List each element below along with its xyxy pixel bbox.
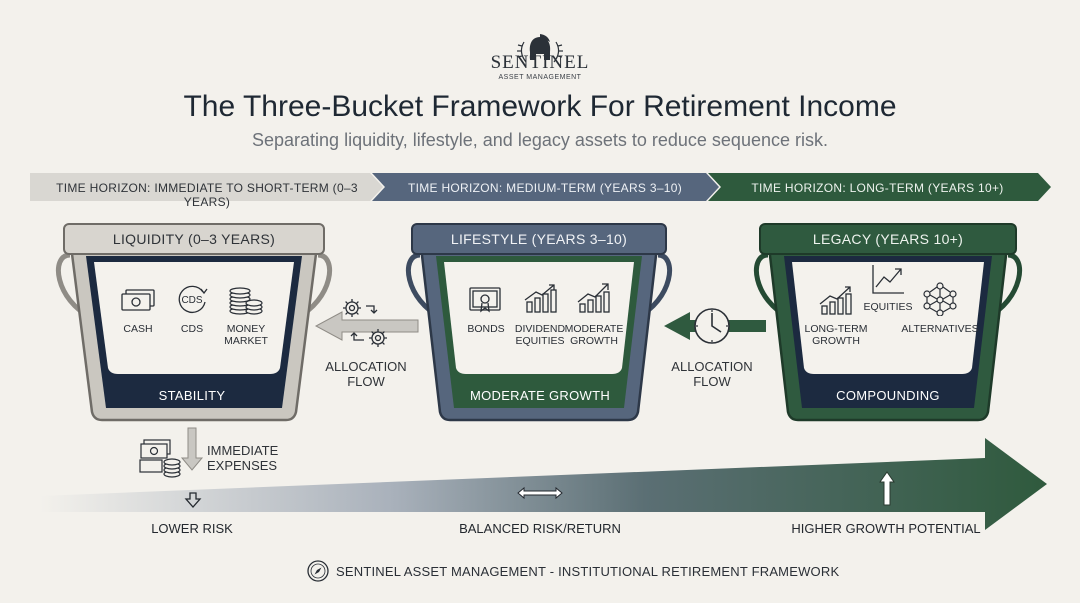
coins-icon xyxy=(229,287,263,315)
bucket-title-liquidity: LIQUIDITY (0–3 YEARS) xyxy=(112,231,276,247)
double-arrow-icon xyxy=(517,486,563,500)
allocation-flow-label-2: ALLOCATION FLOW xyxy=(671,359,753,389)
item-label-money-market: MONEY MARKET xyxy=(224,323,268,347)
item-label-cds: CDS xyxy=(180,323,204,335)
bucket-footer-compounding: COMPOUNDING xyxy=(836,388,940,403)
clock-icon xyxy=(694,308,730,344)
bond-certificate-icon xyxy=(469,287,501,313)
horizon-band-short xyxy=(30,173,383,201)
cds-icon: CDS xyxy=(178,285,208,313)
allocation-flow-label-1: ALLOCATION FLOW xyxy=(325,359,407,389)
bar-chart-icon xyxy=(524,284,557,313)
item-label-long-term-growth: LONG-TERM GROWTH xyxy=(804,323,868,347)
sentinel-helmet-logo-icon xyxy=(517,34,563,63)
cds-icon-text: CDS xyxy=(181,295,202,306)
horizon-band-medium xyxy=(372,173,719,201)
item-label-cash: CASH xyxy=(123,323,153,335)
bar-chart-icon xyxy=(819,286,852,315)
page-title: The Three-Bucket Framework For Retiremen… xyxy=(183,90,897,123)
bucket-title-legacy: LEGACY (YEARS 10+) xyxy=(812,231,964,247)
bucket-footer-stability: STABILITY xyxy=(158,388,226,403)
horizon-label-short: TIME HORIZON: IMMEDIATE TO SHORT-TERM (0… xyxy=(56,181,358,209)
risk-label-lower: LOWER RISK xyxy=(151,521,233,536)
item-label-moderate-growth: MODERATE GROWTH xyxy=(564,323,624,347)
up-arrow-icon xyxy=(879,471,895,506)
horizon-label-long: TIME HORIZON: LONG-TERM (YEARS 10+) xyxy=(751,181,1004,195)
footer-text: SENTINEL ASSET MANAGEMENT - INSTITUTIONA… xyxy=(336,564,840,579)
cash-icon xyxy=(121,289,155,311)
down-arrow-icon xyxy=(184,492,202,508)
risk-label-balanced: BALANCED RISK/RETURN xyxy=(459,521,621,536)
network-icon xyxy=(923,282,957,316)
item-label-equities: EQUITIES xyxy=(863,301,913,313)
expenses-down-arrow xyxy=(180,427,204,471)
cash-stack-icon xyxy=(139,439,181,478)
horizon-band-long xyxy=(708,173,1051,201)
growth-chart-icon xyxy=(577,283,610,313)
risk-gradient-arrow xyxy=(40,438,1047,530)
item-label-dividend-equities: DIVIDEND EQUITIES xyxy=(514,323,566,347)
item-label-alternatives: ALTERNATIVES xyxy=(901,323,979,335)
horizon-label-medium: TIME HORIZON: MEDIUM-TERM (YEARS 3–10) xyxy=(407,181,683,195)
item-label-bonds: BONDS xyxy=(467,323,505,335)
line-chart-icon xyxy=(872,265,904,294)
gears-icon xyxy=(343,299,387,347)
brand-name: SENTINEL xyxy=(490,52,590,73)
bucket-title-lifestyle: LIFESTYLE (YEARS 3–10) xyxy=(450,231,628,247)
bucket-footer-moderate-growth: MODERATE GROWTH xyxy=(469,388,611,403)
bucket-lifestyle xyxy=(405,223,673,422)
risk-label-higher: HIGHER GROWTH POTENTIAL xyxy=(791,521,981,536)
immediate-expenses-label: IMMEDIATE EXPENSES xyxy=(207,443,279,473)
page-subtitle: Separating liquidity, lifestyle, and leg… xyxy=(252,130,828,150)
allocation-arrow-left xyxy=(314,311,419,341)
brand-subtitle: ASSET MANAGEMENT xyxy=(498,74,582,81)
compass-icon xyxy=(307,560,329,582)
